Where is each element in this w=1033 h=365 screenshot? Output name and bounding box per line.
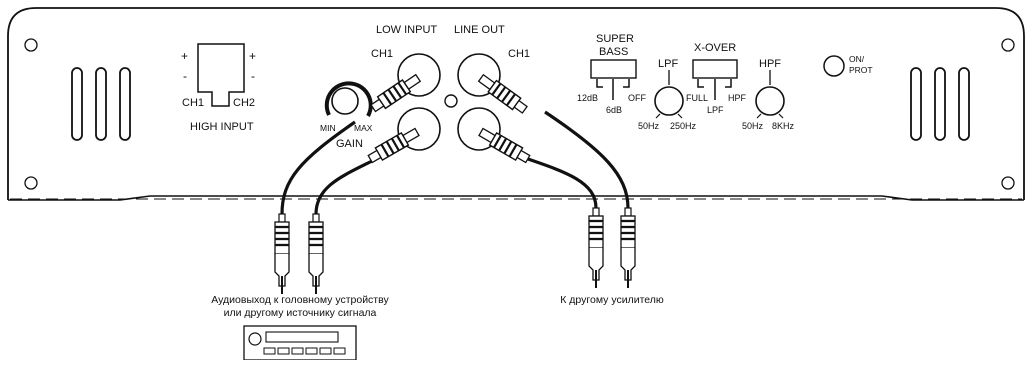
lpf-title: LPF [658, 58, 678, 70]
mounting-hole-bottom-left [24, 176, 38, 190]
xover-switch-legs [697, 79, 732, 100]
on-prot-led [823, 55, 845, 77]
housing-bottom-lip [8, 195, 1024, 201]
gain-min-label: MIN [320, 123, 336, 133]
super-bass-12db-label: 12dB [577, 93, 598, 103]
vent-slot [934, 67, 946, 141]
center-screw [444, 94, 458, 108]
low-input-ch1-label: CH1 [371, 48, 393, 60]
super-bass-title-line2: BASS [599, 46, 628, 58]
mounting-hole-top-left [24, 38, 38, 52]
lpf-min-label: 50Hz [638, 121, 660, 131]
low-input-title: LOW INPUT [376, 24, 437, 36]
gain-knob[interactable] [324, 81, 373, 117]
super-bass-6db-label: 6dB [606, 105, 622, 115]
hpf-max-label: 8KHz [772, 121, 795, 131]
super-bass-off-label: OFF [628, 93, 646, 103]
rca-plug-low-input-bottom [367, 127, 420, 164]
line-out-jack-top [457, 53, 501, 97]
xover-lpf-label: LPF [707, 105, 724, 115]
amplifier-housing [7, 7, 1025, 200]
low-input-jack-bottom [397, 107, 441, 151]
high-input-minus-left: - [183, 69, 187, 83]
source-caption-line1: Аудиовыход к головному устройству [211, 294, 389, 306]
rca-plug-source-right [308, 213, 324, 294]
super-bass-switch-legs [596, 79, 630, 100]
lpf-tick-min [655, 113, 661, 119]
cable-low-input-top [280, 120, 356, 215]
vent-slot [71, 67, 83, 141]
high-input-minus-right: - [251, 69, 255, 83]
gain-max-label: MAX [354, 123, 373, 133]
high-input-connector: + - + - CH1 CH2 HIGH INPUT [181, 43, 256, 133]
rca-plug-line-out-bottom [478, 127, 531, 164]
lpf-tick-max [677, 113, 683, 119]
high-input-title: HIGH INPUT [190, 121, 254, 133]
high-input-plus-left: + [181, 49, 188, 63]
rca-plug-amp-left [588, 207, 604, 288]
xover-hpf-label: HPF [728, 93, 747, 103]
vent-slot [958, 67, 970, 141]
high-input-plus-right: + [249, 49, 256, 63]
gain-title: GAIN [336, 138, 363, 150]
rca-plug-line-out-top [477, 73, 528, 114]
hpf-title: HPF [759, 58, 781, 70]
on-prot-line1: ON/ [849, 54, 865, 64]
rca-plug-source-left [274, 213, 290, 294]
low-input-jack-top [397, 53, 441, 97]
cable-line-out-bottom [524, 156, 598, 209]
xover-switch[interactable] [692, 59, 738, 79]
cable-low-input-bottom [314, 156, 379, 215]
other-amp-caption: К другому усилителю [560, 294, 664, 306]
high-input-ch1-label: CH1 [182, 97, 204, 109]
mounting-hole-bottom-right [1001, 176, 1015, 190]
source-caption-line2: или другому источнику сигнала [224, 307, 377, 319]
lpf-knob[interactable] [654, 86, 684, 116]
super-bass-switch[interactable] [590, 59, 637, 79]
rca-plug-low-input-top [370, 73, 422, 113]
super-bass-title-line1: SUPER [596, 33, 634, 45]
line-out-title: LINE OUT [454, 24, 505, 36]
hpf-min-label: 50Hz [742, 121, 764, 131]
lpf-max-label: 250Hz [670, 121, 697, 131]
vent-slot [910, 67, 922, 141]
rca-plug-amp-right [620, 207, 636, 288]
hpf-tick-max [778, 113, 784, 119]
high-input-ch2-label: CH2 [233, 97, 255, 109]
cable-line-out-top [544, 110, 630, 209]
xover-full-label: FULL [686, 93, 708, 103]
mounting-hole-top-right [1001, 38, 1015, 52]
xover-title: X-OVER [694, 42, 736, 54]
vent-slot [119, 67, 131, 141]
hpf-knob[interactable] [755, 86, 785, 116]
on-prot-line2: PROT [849, 65, 873, 75]
line-out-ch1-label: CH1 [508, 48, 530, 60]
head-unit-icon [243, 325, 357, 361]
vent-slot [95, 67, 107, 141]
hpf-tick-min [756, 113, 762, 119]
line-out-jack-bottom [457, 107, 501, 151]
rca-cables [280, 110, 630, 215]
